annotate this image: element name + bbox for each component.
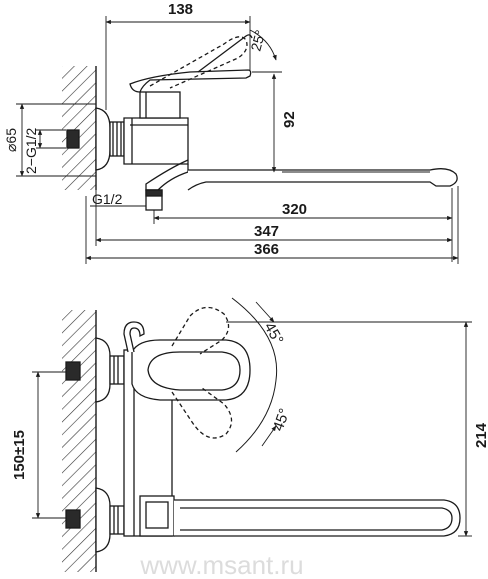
lever-raised-outline xyxy=(149,36,248,89)
spout-front xyxy=(174,499,461,537)
watermark: www.msant.ru xyxy=(139,550,303,579)
top-view-dimensions xyxy=(16,16,459,264)
top-view-labels: 138 25° 92 ⌀65 2−G1/2 G1/2 320 347 366 xyxy=(3,1,307,258)
lever-top xyxy=(129,69,252,93)
lever-lower-position xyxy=(171,387,233,439)
front-view-labels: 45° 45° 150±15 214 xyxy=(11,320,488,481)
dim-angle-45-top: 45° xyxy=(261,320,287,348)
thread-fitting-top xyxy=(66,129,80,149)
dim-214: 214 xyxy=(473,422,488,448)
swing-arc xyxy=(231,297,278,453)
dim-92: 92 xyxy=(281,111,298,128)
lever-upper-position xyxy=(171,306,230,355)
top-view xyxy=(62,34,458,211)
upper-fitting-front xyxy=(65,361,81,381)
dim-320: 320 xyxy=(282,201,307,218)
wall-hatch-front xyxy=(62,310,96,572)
dim-angle-25: 25° xyxy=(247,28,268,53)
dim-150-15: 150±15 xyxy=(11,430,28,480)
lower-fitting-front xyxy=(65,509,81,529)
dim-thread-wall: 2−G1/2 xyxy=(23,127,39,174)
dim-65-diameter: ⌀65 xyxy=(3,128,19,152)
dim-347: 347 xyxy=(254,223,279,240)
lever-handle-front xyxy=(147,351,241,391)
escutcheon-top xyxy=(95,107,111,171)
front-view-dimensions xyxy=(32,301,472,537)
dim-138: 138 xyxy=(168,1,193,18)
front-view xyxy=(62,297,461,572)
wall-hatch-top xyxy=(62,66,96,190)
dim-thread-outlet: G1/2 xyxy=(92,191,123,207)
dim-angle-45-bottom: 45° xyxy=(270,406,294,433)
shower-holder-hook xyxy=(123,321,145,353)
dim-366: 366 xyxy=(254,241,279,258)
